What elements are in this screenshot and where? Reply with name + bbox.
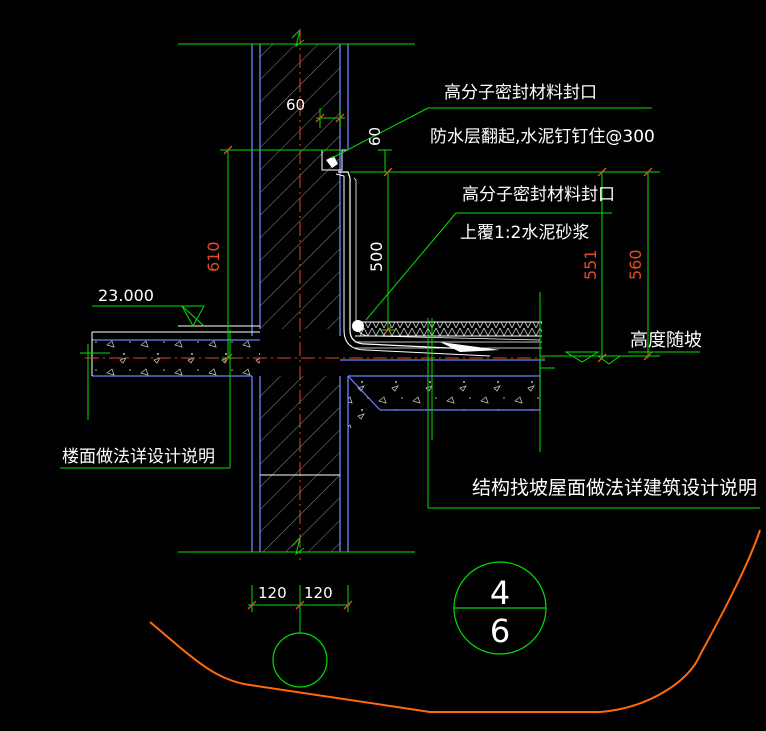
roof-slab-right xyxy=(340,292,555,452)
detail-sheet: 6 xyxy=(490,612,510,650)
floor-note: 楼面做法详设计说明 xyxy=(62,447,215,467)
dim-500: 500 xyxy=(367,241,386,272)
axis-bubble xyxy=(272,632,328,688)
floor-slab-left xyxy=(80,325,260,418)
dimension-ticks xyxy=(223,113,653,610)
waterproof-upturn xyxy=(326,156,541,357)
text-labels: 高分子密封材料封口 防水层翻起,水泥钉钉住@300 高分子密封材料封口 上覆1:… xyxy=(62,83,757,499)
elevation-label: 23.000 xyxy=(98,286,154,305)
detail-index: 4 6 xyxy=(453,561,547,655)
dim-551: 551 xyxy=(581,249,600,280)
slope-height-label: 高度随坡 xyxy=(630,330,702,351)
roof-note: 结构找坡屋面做法详建筑设计说明 xyxy=(472,477,757,499)
sealant-top-label: 高分子密封材料封口 xyxy=(444,83,597,103)
elevation-marker xyxy=(181,305,205,328)
slope-marker xyxy=(564,351,600,363)
dim-560: 560 xyxy=(626,249,645,280)
slope-marker-2 xyxy=(596,355,622,365)
dimension-lines xyxy=(220,108,660,612)
leader-lines xyxy=(60,107,760,509)
lower-wall xyxy=(178,376,415,556)
waterproof-note: 防水层翻起,水泥钉钉住@300 xyxy=(430,127,655,147)
mortar-note: 上覆1:2水泥砂浆 xyxy=(460,223,589,243)
sealant-mid-label: 高分子密封材料封口 xyxy=(462,185,615,205)
dim-top-60: 60 xyxy=(286,96,305,114)
boundary-curve xyxy=(149,529,761,713)
dim-120-right: 120 xyxy=(304,584,333,602)
dim-610: 610 xyxy=(204,241,223,272)
dimension-text: 60 60 610 500 551 560 120 120 xyxy=(204,96,645,602)
detail-number: 4 xyxy=(490,574,510,612)
dim-120-left: 120 xyxy=(258,584,287,602)
dim-corner-60: 60 xyxy=(366,127,384,146)
